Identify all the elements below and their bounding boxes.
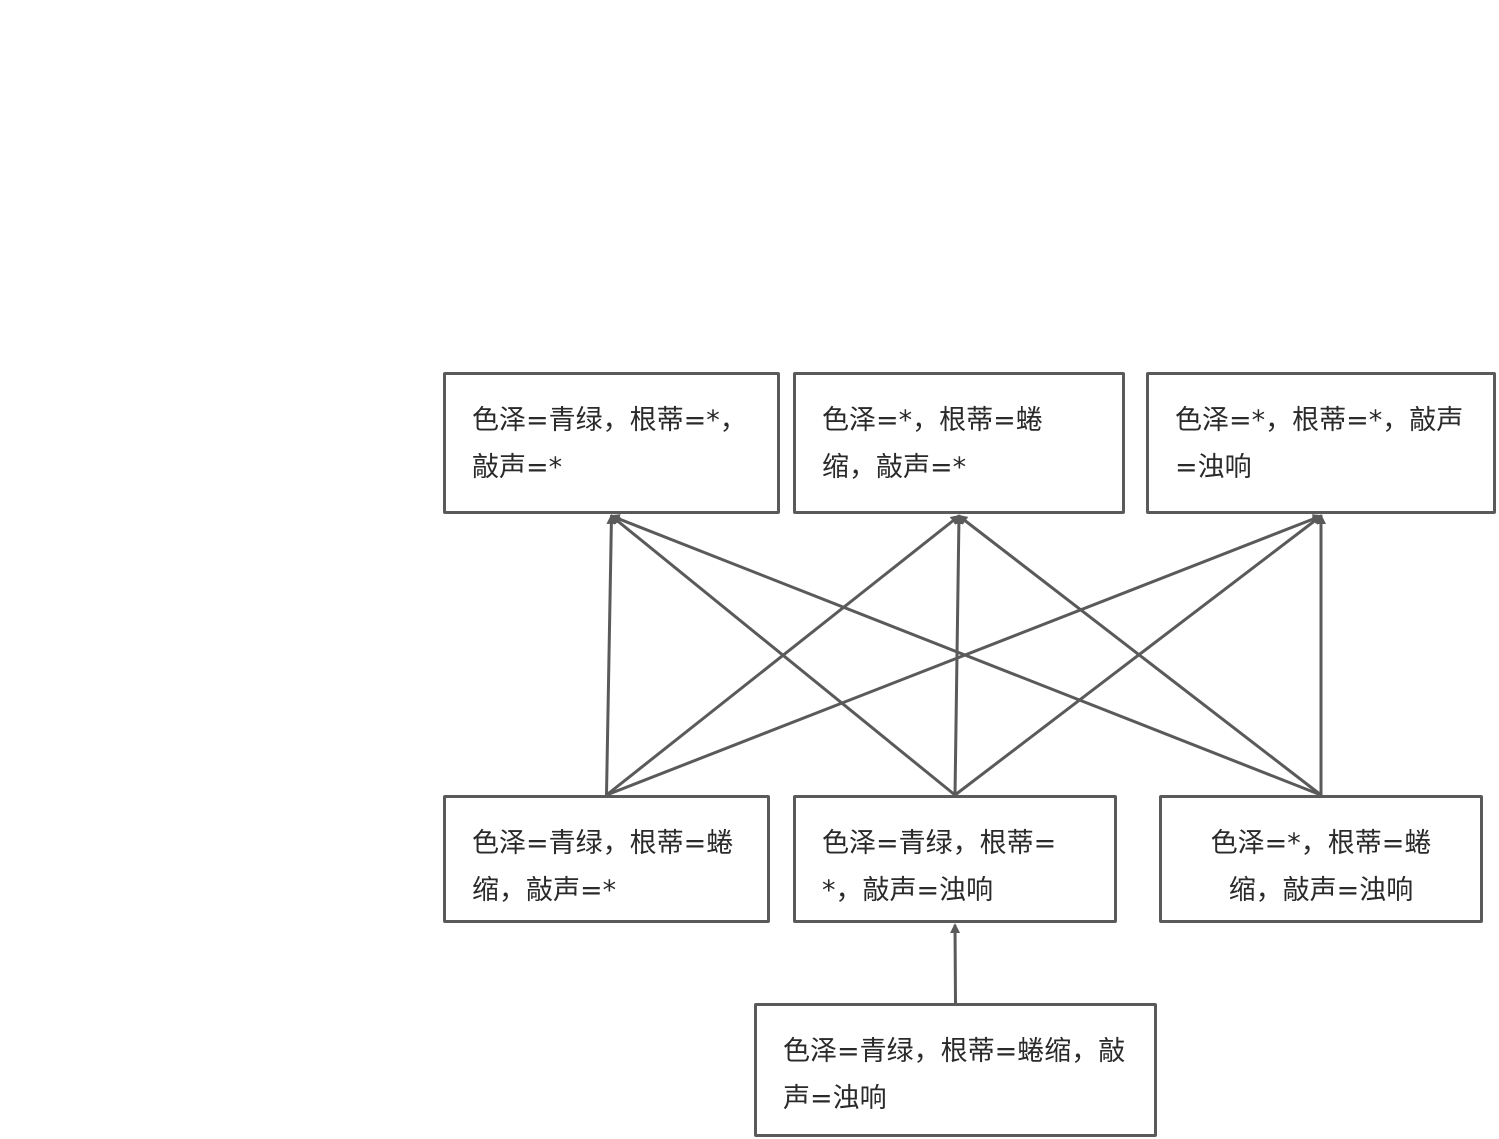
node-mid-2-label: 色泽=青绿，根蒂=*，敲声=浊响 <box>822 828 1057 906</box>
node-mid-3: 色泽=*，根蒂=蜷缩，敲声=浊响 <box>1159 795 1483 923</box>
node-bottom: 色泽=青绿，根蒂=蜷缩，敲声=浊响 <box>754 1003 1157 1137</box>
node-mid-2: 色泽=青绿，根蒂=*，敲声=浊响 <box>793 795 1117 923</box>
edge-mid_1-to-top_1 <box>605 514 617 796</box>
node-mid-1-label: 色泽=青绿，根蒂=蜷缩，敲声=* <box>472 828 734 906</box>
edge-mid_3-to-top_1 <box>609 514 1322 797</box>
node-mid-1: 色泽=青绿，根蒂=蜷缩，敲声=* <box>443 795 770 923</box>
node-top-2: 色泽=*，根蒂=蜷缩，敲声=* <box>793 372 1125 514</box>
node-top-2-label: 色泽=*，根蒂=蜷缩，敲声=* <box>822 405 1043 483</box>
node-top-1-label: 色泽=青绿，根蒂=*，敲声=* <box>472 405 747 483</box>
node-mid-3-label: 色泽=*，根蒂=蜷缩，敲声=浊响 <box>1210 828 1432 906</box>
node-top-3-label: 色泽=*，根蒂=*，敲声=浊响 <box>1175 405 1464 483</box>
node-top-1: 色泽=青绿，根蒂=*，敲声=* <box>443 372 780 514</box>
edge-bottom-to-mid_2 <box>950 923 961 1004</box>
edge-mid_2-to-top_2 <box>953 514 964 796</box>
node-bottom-label: 色泽=青绿，根蒂=蜷缩，敲声=浊响 <box>783 1036 1126 1114</box>
edge-mid_2-to-top_1 <box>609 514 956 797</box>
edge-mid_3-to-top_2 <box>957 514 1322 797</box>
node-top-3: 色泽=*，根蒂=*，敲声=浊响 <box>1146 372 1496 514</box>
